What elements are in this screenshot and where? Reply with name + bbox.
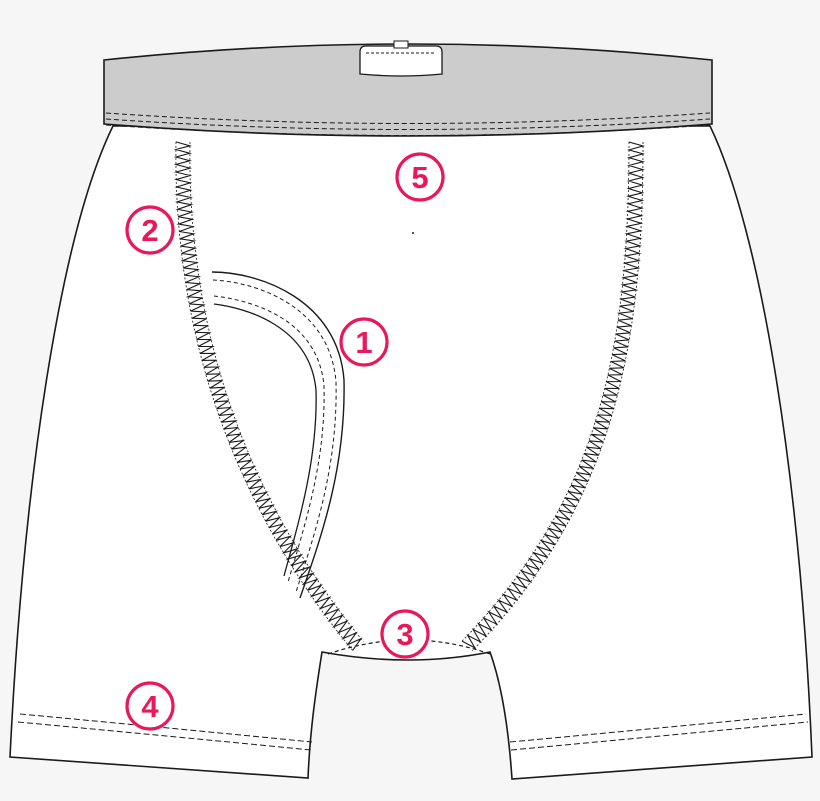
waistband-stitch-line [105, 118, 711, 130]
fly-opening-outline [211, 271, 345, 599]
care-tag [359, 45, 443, 77]
zigzag-stitch [461, 142, 630, 642]
fly-opening-stitch [212, 279, 337, 593]
marker-label: 4 [141, 689, 159, 724]
marker-ring [395, 152, 445, 202]
left-leg-hem-stitch [19, 713, 313, 743]
garment-body [9, 125, 813, 780]
marker-label: 2 [141, 213, 158, 248]
right-leg-hem-stitch [510, 721, 809, 751]
marker-ring [380, 609, 430, 659]
fly-opening-stitch [213, 295, 325, 583]
marker-label: 1 [355, 325, 372, 360]
center-dot [412, 232, 414, 234]
marker-ring [125, 205, 175, 255]
waistband-stitch-line [105, 112, 711, 124]
right-pouch-seam [461, 141, 646, 652]
zigzag-stitch [189, 142, 364, 642]
marker-ring [125, 681, 175, 731]
marker-4: 4 [125, 681, 175, 731]
marker-2: 2 [125, 205, 175, 255]
zigzag-stitch [471, 142, 644, 652]
marker-label: 3 [396, 617, 413, 652]
marker-5: 5 [395, 152, 445, 202]
zigzag-stitch [175, 141, 353, 651]
fly-opening-inner-edge [213, 303, 317, 577]
marker-3: 3 [380, 609, 430, 659]
marker-ring [339, 317, 389, 367]
marker-1: 1 [339, 317, 389, 367]
marker-label: 5 [411, 160, 428, 195]
left-leg-hem-stitch [17, 721, 312, 751]
waistband-stitch-line [105, 124, 711, 136]
right-leg-hem-stitch [509, 713, 807, 743]
care-tag-loop [393, 40, 409, 49]
left-pouch-seam [173, 141, 364, 651]
